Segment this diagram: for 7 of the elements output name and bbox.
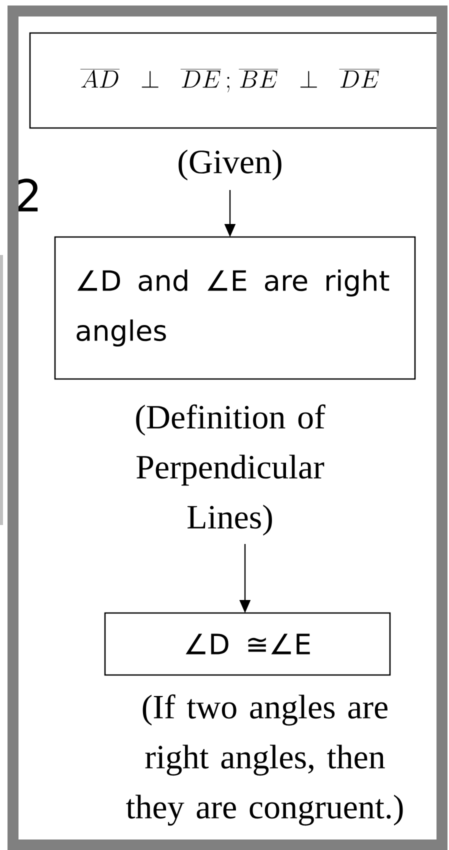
reason-text: (If two angles are right angles, then they are congruent.) <box>126 694 403 826</box>
statement-box: ∠D ≅∠E <box>104 612 391 676</box>
statement-box: $\overline{AD}\perp\overline{DE}\,;\ \overline{BE}\perp\overline{DE}$ <box>29 32 446 129</box>
reason-text: (Given) <box>178 150 282 180</box>
statement-box: ∠D and ∠E are right angles <box>54 236 416 380</box>
reason-text: (Definition of Perpendicular Lines) <box>136 404 326 536</box>
step-number: 2 <box>17 178 38 212</box>
